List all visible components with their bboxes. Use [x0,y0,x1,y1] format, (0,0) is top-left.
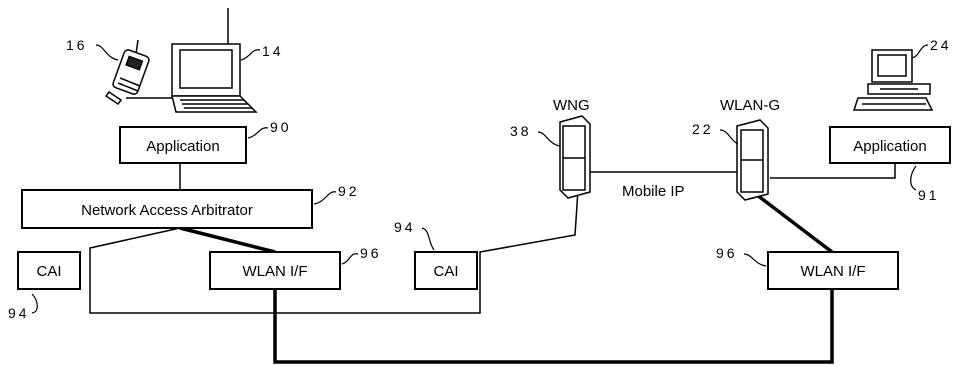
reference-numerals: 16 14 24 90 92 94 96 94 96 91 38 22 [8,37,952,321]
wlan-g-server-icon [736,119,769,201]
ref-app-right: 91 [918,187,940,203]
ref-pc: 24 [930,37,952,53]
label-mobile-ip: Mobile IP [622,183,685,200]
wlang-wlan-link [751,190,834,254]
box-cai-mid-label: CAI [433,263,458,280]
box-application-right: Application [829,126,951,164]
box-network-access-arbitrator: Network Access Arbitrator [21,189,313,229]
box-wlan-if-right: WLAN I/F [767,251,899,290]
mobile-phone-icon [104,39,150,106]
box-wlan-if-right-label: WLAN I/F [800,263,865,280]
box-cai-left-label: CAI [36,263,61,280]
box-wlan-if-left: WLAN I/F [209,251,341,290]
laptop-icon [171,8,258,113]
box-wlan-if-left-label: WLAN I/F [242,263,307,280]
ref-arbitrator: 92 [338,183,360,199]
arbitrator-wlan-link [179,226,276,254]
box-arbitrator-label: Network Access Arbitrator [81,202,253,219]
ref-laptop: 14 [262,43,284,59]
desktop-pc-icon [852,49,934,111]
connections [89,97,896,364]
label-wng: WNG [553,97,590,114]
box-application-left-label: Application [146,138,219,155]
wlang-app-link [770,163,896,179]
ref-wlan-if-left: 96 [360,245,382,261]
wng-server-icon [559,115,591,199]
wlan-backbone [273,289,834,364]
ref-cai-mid: 94 [394,219,416,235]
ref-wlan-if-right: 96 [716,245,738,261]
box-application-right-label: Application [853,138,926,155]
ref-wlan-g: 22 [692,121,714,137]
box-application-left: Application [119,126,247,164]
label-wlan-g: WLAN-G [720,97,780,114]
arbitrator-cai-path [89,189,579,314]
ref-app-left: 90 [270,119,292,135]
box-cai-left: CAI [17,251,81,290]
box-cai-mid: CAI [414,251,478,290]
ref-phone: 16 [66,37,88,53]
ref-wng: 38 [510,123,532,139]
ref-cai-left: 94 [8,305,30,321]
